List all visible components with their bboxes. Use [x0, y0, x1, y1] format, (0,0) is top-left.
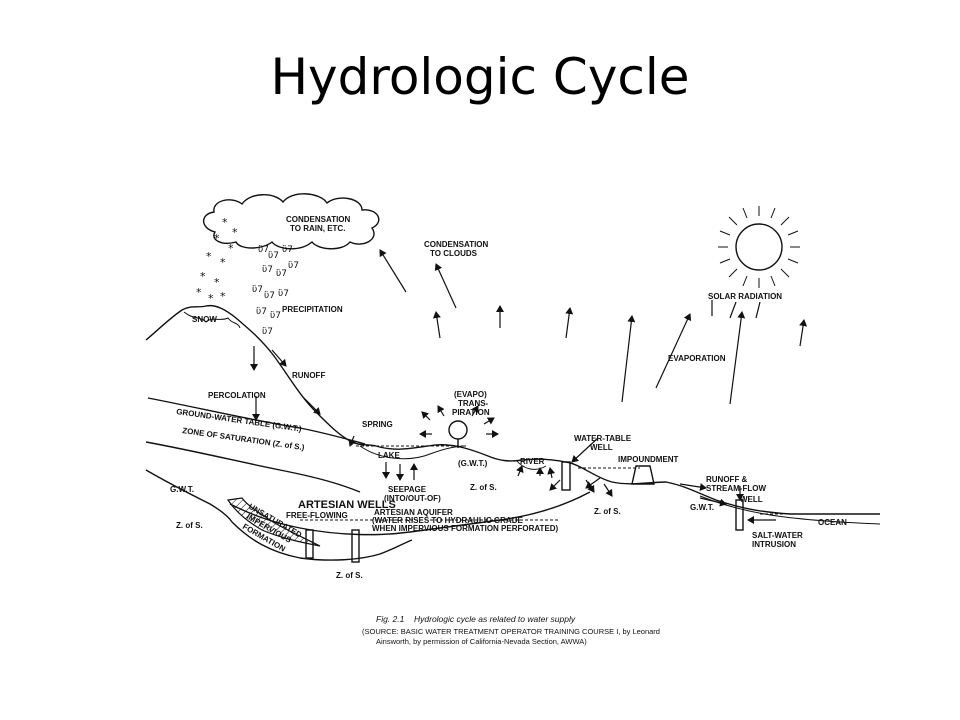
label-salt-water-intrusion: SALT-WATER [752, 531, 803, 540]
label-snow: SNOW [192, 315, 217, 324]
figure-caption: Fig. 2.1 Hydrologic cycle as related to … [362, 614, 660, 646]
svg-text:*: * [220, 256, 226, 269]
svg-text:*: * [220, 290, 226, 303]
svg-text:*: * [214, 276, 220, 289]
coastal-well-icon [735, 499, 744, 531]
label-runoff: RUNOFF [292, 371, 325, 380]
tree-icon [448, 420, 468, 448]
label-seepage-2: (INTO/OUT-OF) [384, 494, 441, 503]
label-condensation-rain-2: TO RAIN, ETC. [290, 224, 345, 233]
artesian-aquifer-lower [231, 521, 413, 561]
label-evapotranspiration: (EVAPO) [454, 390, 487, 399]
svg-text:ὒ7: ὒ7 [256, 307, 267, 317]
snow-icon: *** *** *** ** [196, 216, 238, 305]
label-condensation-clouds-2: TO CLOUDS [430, 249, 478, 258]
label-well: WELL [740, 495, 763, 504]
svg-text:*: * [208, 292, 214, 305]
svg-text:ὒ7: ὒ7 [270, 311, 281, 321]
label-condensation-rain: CONDENSATION [286, 215, 351, 224]
artesian-aquifer-upper [229, 491, 591, 536]
cloud-shape [202, 193, 380, 250]
label-gwt-right: G.W.T. [690, 503, 714, 512]
label-artesian-aquifer-3: WHEN IMPERVIOUS FORMATION PERFORATED) [372, 524, 559, 533]
label-zs-mid-right: Z. of S. [594, 507, 621, 516]
label-ocean: OCEAN [818, 518, 847, 527]
label-seepage: SEEPAGE [388, 485, 427, 494]
caption-fig-label: Fig. 2.1 [376, 614, 405, 624]
ground-surface [145, 304, 880, 515]
label-evapotranspiration-3: PIRATION [452, 408, 490, 417]
label-zs-left: Z. of S. [176, 521, 203, 530]
svg-text:*: * [222, 216, 228, 229]
sun-icon [718, 206, 800, 288]
label-gwt-left: G.W.T. [170, 485, 194, 494]
label-condensation-clouds: CONDENSATION [424, 240, 489, 249]
label-percolation: PERCOLATION [208, 391, 266, 400]
label-evapotranspiration-2: TRANS- [458, 399, 489, 408]
dam-wall [631, 465, 655, 485]
label-impoundment: IMPOUNDMENT [618, 455, 679, 464]
ground-water-table-line [147, 397, 366, 445]
label-water-table-well-2: WELL [590, 443, 613, 452]
water-table-well-icon [561, 461, 571, 491]
label-spring: SPRING [362, 420, 393, 429]
svg-text:*: * [232, 226, 238, 239]
ocean-floor [699, 495, 881, 525]
svg-text:ὒ7: ὒ7 [262, 327, 273, 337]
caption-source-1: (SOURCE: BASIC WATER TREATMENT OPERATOR … [362, 627, 660, 636]
svg-text:ὒ7: ὒ7 [258, 245, 269, 255]
label-gwt-mid: (G.W.T.) [458, 459, 488, 468]
svg-text:*: * [206, 250, 212, 263]
svg-text:ὒ7: ὒ7 [282, 245, 293, 255]
label-runoff-streamflow: RUNOFF & [706, 475, 748, 484]
svg-text:ὒ7: ὒ7 [288, 261, 299, 271]
caption-fig-text: Hydrologic cycle as related to water sup… [414, 614, 576, 624]
runoff-arrows [250, 346, 776, 524]
label-salt-water-intrusion-2: INTRUSION [752, 540, 796, 549]
label-artesian-wells: ARTESIAN WELLS [298, 499, 396, 511]
label-lake: LAKE [378, 451, 400, 460]
svg-text:ὒ7: ὒ7 [252, 285, 263, 295]
svg-text:*: * [228, 242, 234, 255]
slide-title: Hydrologic Cycle [270, 48, 690, 106]
label-zs-center: Z. of S. [470, 483, 497, 492]
svg-text:*: * [200, 270, 206, 283]
label-zs-bottom: Z. of S. [336, 571, 363, 580]
label-precipitation: PRECIPITATION [282, 305, 343, 314]
evaporation-arrows [379, 249, 808, 405]
svg-text:ὒ7: ὒ7 [262, 265, 273, 275]
svg-text:ὒ7: ὒ7 [264, 291, 275, 301]
svg-text:ὒ7: ὒ7 [268, 251, 279, 261]
snow-cap [183, 311, 241, 329]
label-artesian-aquifer: ARTESIAN AQUIFER [374, 508, 453, 517]
label-solar-radiation: SOLAR RADIATION [708, 292, 782, 301]
caption-source-2: Ainsworth, by permission of California-N… [376, 637, 587, 646]
svg-text:*: * [196, 286, 202, 299]
svg-text:ὒ7: ὒ7 [276, 269, 287, 279]
zone-of-saturation-line [145, 441, 361, 493]
label-water-table-well: WATER-TABLE [574, 434, 632, 443]
label-river: RIVER [520, 457, 545, 466]
label-evaporation: EVAPORATION [668, 354, 726, 363]
impervious-formation [226, 497, 321, 547]
label-free-flowing: FREE-FLOWING [286, 511, 348, 520]
svg-text:*: * [214, 232, 220, 245]
gwt-left-line [145, 469, 233, 523]
svg-text:ὒ7: ὒ7 [278, 289, 289, 299]
label-artesian-aquifer-2: (WATER RISES TO HYDRAULIC GRADE [372, 516, 523, 525]
lake-bed [359, 445, 467, 460]
label-runoff-streamflow-2: STREAM-FLOW [706, 484, 766, 493]
